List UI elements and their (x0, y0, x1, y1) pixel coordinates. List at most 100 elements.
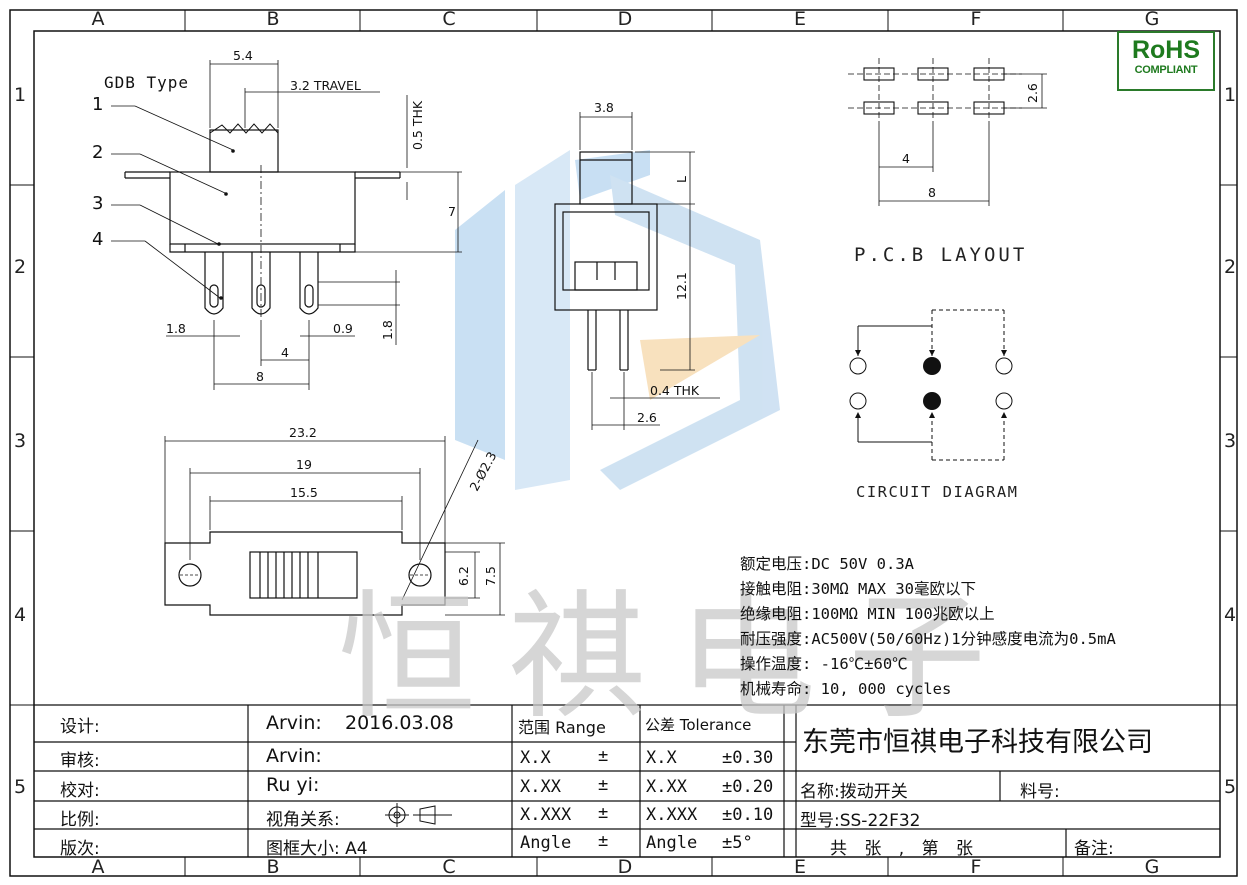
watermark-logo (455, 150, 780, 490)
dim-span: 8 (256, 369, 264, 384)
tb-tol-fmt-4: Angle (646, 833, 698, 853)
row-5-right: 5 (1223, 776, 1237, 798)
spec-contact-resistance: 接触电阻:30MΩ MAX 30毫欧以下 (740, 580, 976, 598)
tb-label-review: 审核: (60, 751, 100, 771)
callout-leaders (111, 105, 234, 299)
top-view (164, 531, 446, 616)
spec-rated-voltage: 额定电压:DC 50V 0.3A (740, 555, 914, 573)
col-c-bottom: C (442, 856, 456, 878)
tb-label-scale: 比例: (60, 810, 100, 830)
tb-checker: Arvin: (266, 745, 322, 767)
row-3-left: 3 (13, 430, 27, 452)
pcb-layout (863, 67, 1005, 115)
row-4-right: 4 (1223, 604, 1237, 626)
row-3-right: 3 (1223, 430, 1237, 452)
tb-sheet-count: 共 张 , 第 张 (830, 839, 974, 859)
end-view (554, 151, 658, 371)
callout-4: 4 (92, 229, 104, 250)
row-4-left: 4 (13, 604, 27, 626)
pcb-layout-title: P.C.B LAYOUT (854, 244, 1028, 266)
tb-name: 名称:拨动开关 (800, 782, 908, 802)
dim-holes: 2-Ø2.3 (466, 449, 499, 493)
dim-end-l: L (674, 176, 689, 183)
dim-body: 15.5 (290, 485, 318, 500)
switch-body (169, 171, 356, 245)
tb-tol-val-1: ±0.30 (722, 748, 774, 768)
tb-range-2: X.XX (520, 777, 561, 797)
col-e-bottom: E (793, 856, 806, 878)
dim-outer-h: 7.5 (483, 566, 498, 586)
spec-withstand-voltage: 耐压强度:AC500V(50/60Hz)1分钟感度电流为0.5mA (740, 630, 1116, 648)
col-a-top: A (91, 8, 105, 30)
col-c-top: C (442, 8, 456, 30)
outer-frame (9, 9, 1238, 877)
spec-mechanical-life: 机械寿命: 10, 000 cycles (740, 680, 952, 698)
dim-pcb-pitch: 4 (902, 151, 910, 166)
tb-pm-4: ± (598, 831, 609, 851)
tb-tol-fmt-2: X.XX (646, 777, 687, 797)
tb-tolerance-header: 公差 Tolerance (645, 716, 752, 734)
tb-range-header: 范围 Range (518, 718, 606, 737)
tb-tol-val-2: ±0.20 (722, 777, 774, 797)
tb-tol-val-4: ±5° (722, 833, 753, 853)
inner-frame (33, 30, 1221, 858)
tb-tol-fmt-1: X.X (646, 748, 677, 768)
row-2-right: 2 (1223, 256, 1237, 278)
type-label: GDB Type (104, 73, 190, 92)
tb-pm-3: ± (598, 803, 609, 823)
dim-end-width: 3.8 (594, 100, 614, 115)
tb-model: 型号:SS-22F32 (800, 811, 921, 831)
tb-range-4: Angle (520, 833, 572, 853)
callout-3: 3 (92, 193, 104, 214)
dim-end-height: 12.1 (674, 272, 689, 300)
tb-remark: 备注: (1074, 839, 1114, 859)
col-e-top: E (793, 8, 806, 30)
tb-proof: Ru yi: (266, 774, 320, 796)
tb-label-design: 设计: (60, 717, 100, 737)
dim-end-thk: 0.4 THK (650, 383, 700, 398)
row-1-left: 1 (13, 84, 27, 106)
tb-label-version: 版次: (60, 839, 100, 859)
tb-date: 2016.03.08 (345, 712, 454, 734)
watermark-text: 恒祺电子 (338, 577, 1019, 738)
actuator (209, 129, 279, 173)
tb-pm-2: ± (598, 775, 609, 795)
tb-tol-val-3: ±0.10 (722, 805, 774, 825)
dim-pin-height: 1.8 (380, 320, 395, 340)
row-5-left: 5 (13, 776, 27, 798)
dim-overall: 23.2 (289, 425, 317, 440)
side-view-dimensions (166, 60, 462, 390)
col-d-top: D (617, 8, 633, 30)
dim-thk: 0.5 THK (410, 100, 425, 150)
top-view-dimensions (164, 436, 505, 616)
pcb-dimensions (878, 73, 1047, 206)
tb-part-no: 料号: (1020, 782, 1060, 802)
tb-range-3: X.XXX (520, 805, 572, 825)
dim-top-width: 5.4 (233, 48, 253, 63)
title-block-grid (34, 704, 1220, 857)
tb-projection: 视角关系: (266, 810, 340, 830)
projection-symbol-icon (385, 803, 452, 827)
company-name: 东莞市恒祺电子科技有限公司 (802, 727, 1153, 758)
end-view-dimensions (579, 112, 720, 430)
spec-operating-temp: 操作温度: -16℃±60℃ (740, 655, 908, 673)
col-b-top: B (266, 8, 280, 30)
tb-tol-fmt-3: X.XXX (646, 805, 698, 825)
callout-dots (217, 149, 235, 300)
col-d-bottom: D (617, 856, 633, 878)
tb-designer: Arvin: (266, 712, 322, 734)
col-g-bottom: G (1144, 856, 1160, 878)
dim-pitch: 4 (281, 345, 289, 360)
circuit-diagram (849, 309, 1013, 461)
tb-range-1: X.X (520, 748, 551, 768)
dim-hole-pitch: 19 (296, 457, 312, 472)
callout-1: 1 (92, 94, 104, 115)
callout-2: 2 (92, 142, 104, 163)
dim-pin-offset: 1.8 (166, 321, 186, 336)
col-f-top: F (970, 8, 982, 30)
rohs-title: RoHS (1131, 36, 1201, 64)
spec-insulation-resistance: 绝缘电阻:100MΩ MIN 100兆欧以上 (740, 605, 995, 623)
dim-end-pitch: 2.6 (637, 410, 657, 425)
pcb-centerlines (848, 58, 1022, 125)
